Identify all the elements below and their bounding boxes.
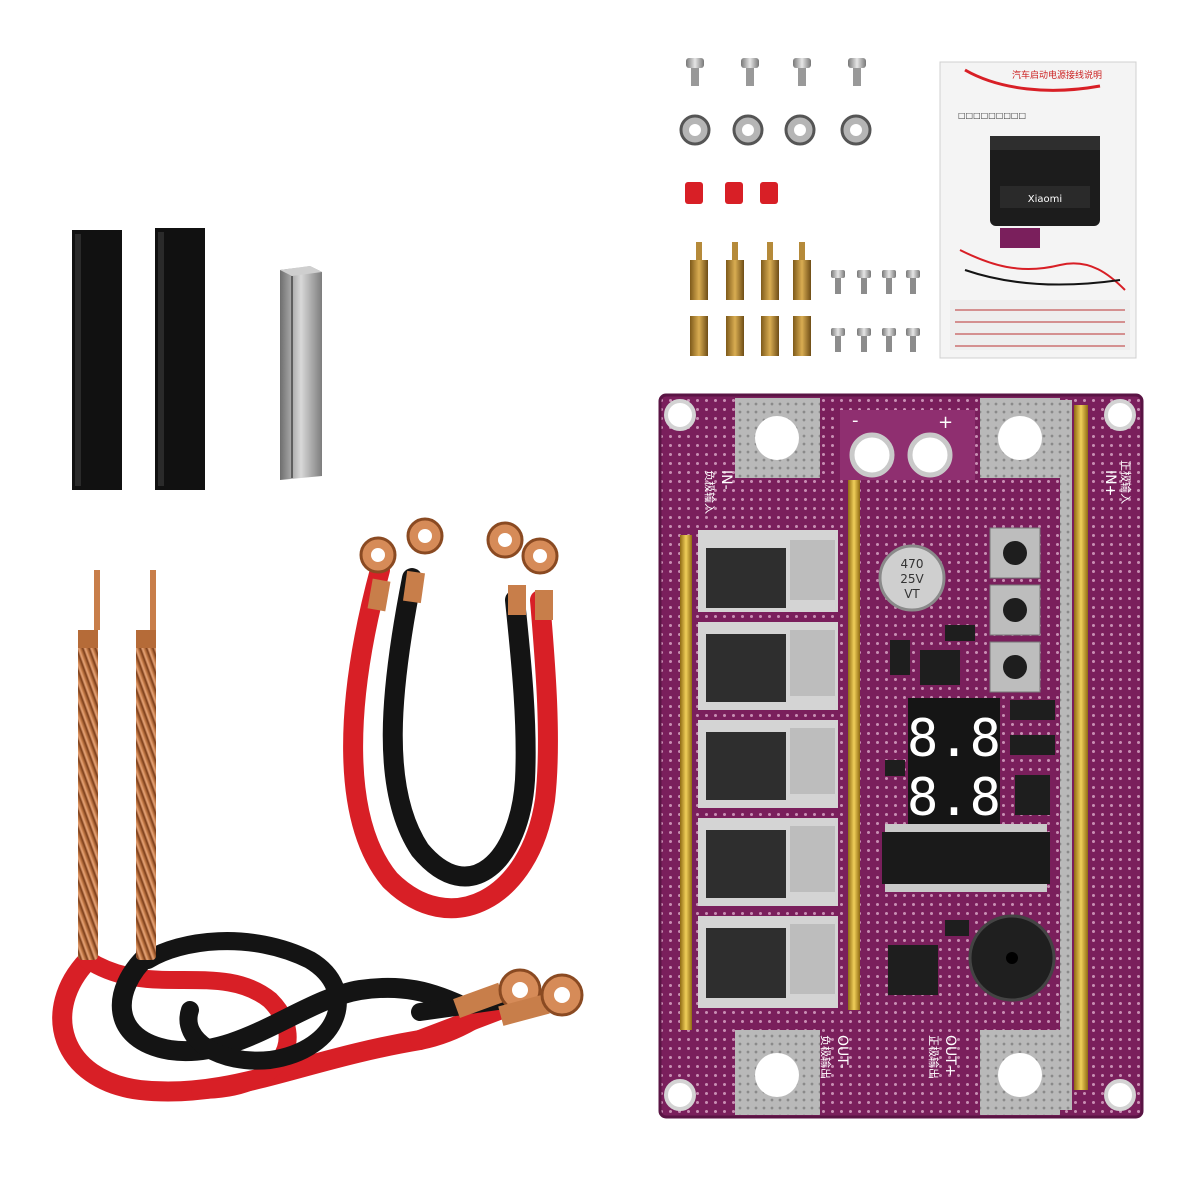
label-out-plus: OUT+ bbox=[942, 1035, 958, 1077]
mounting-hole bbox=[1104, 399, 1136, 431]
standoff-icon bbox=[690, 242, 708, 300]
hardware-kit bbox=[679, 58, 920, 356]
mounting-hole bbox=[1104, 1079, 1136, 1111]
label-out-plus-cn: 正极输出 bbox=[927, 1035, 941, 1079]
tactile-button bbox=[989, 641, 1041, 693]
mosfet bbox=[698, 720, 838, 808]
capacitor-value: 470 bbox=[901, 557, 924, 571]
label-minus: - bbox=[852, 410, 859, 431]
standoff-icon bbox=[726, 316, 744, 356]
mosfet bbox=[698, 530, 838, 612]
welding-pen-cables bbox=[52, 932, 530, 1102]
capacitor: 470 25V VT bbox=[878, 544, 946, 612]
mosfet bbox=[698, 818, 838, 906]
label-out-minus: OUT- bbox=[834, 1035, 850, 1069]
power-input-hole bbox=[907, 432, 953, 478]
adhesive-strips bbox=[72, 228, 205, 490]
manual-title: 汽车启动电源接线说明 bbox=[1012, 69, 1102, 81]
washer-icon bbox=[784, 114, 816, 146]
svg-text:□□□□□□□□□: □□□□□□□□□ bbox=[958, 111, 1026, 120]
mosfet bbox=[698, 916, 838, 1008]
battery-brand: Xiaomi bbox=[1028, 194, 1062, 205]
mounting-hole bbox=[664, 399, 696, 431]
standoff-icon bbox=[690, 316, 708, 356]
standoff-icon bbox=[726, 242, 744, 300]
instruction-manual: 汽车启动电源接线说明 □□□□□□□□□ Xiaomi bbox=[939, 61, 1137, 359]
label-in-minus-cn: 负极输入 bbox=[703, 470, 717, 514]
ring-terminal bbox=[359, 536, 397, 574]
ring-terminal bbox=[486, 521, 524, 559]
capacitor-voltage: 25V bbox=[900, 572, 924, 586]
display-top-digits: 8.8 bbox=[907, 709, 1001, 769]
washer-icon bbox=[679, 114, 711, 146]
label-in-plus: IN+ bbox=[1102, 470, 1118, 496]
welding-pen-right bbox=[136, 570, 156, 960]
capacitor-series: VT bbox=[904, 587, 920, 601]
battery-cable-pair bbox=[343, 517, 559, 919]
ring-terminal bbox=[406, 517, 444, 555]
tactile-button bbox=[989, 584, 1041, 636]
red-button-cap bbox=[725, 182, 743, 204]
seven-segment-display: 8.8 8.8 bbox=[907, 698, 1001, 828]
label-plus: + bbox=[938, 412, 953, 433]
microcontroller-chip bbox=[882, 824, 1050, 892]
mounting-hole bbox=[664, 1079, 696, 1111]
tactile-button bbox=[989, 527, 1041, 579]
red-button-cap bbox=[685, 182, 703, 204]
welding-pen-left bbox=[78, 570, 100, 960]
screw-icon bbox=[848, 58, 866, 86]
label-in-plus-cn: 正极输入 bbox=[1119, 460, 1133, 504]
small-screws bbox=[831, 270, 920, 352]
ring-terminal bbox=[521, 537, 559, 575]
standoff-icon bbox=[761, 316, 779, 356]
screw-icon bbox=[741, 58, 759, 86]
power-input-hole bbox=[849, 432, 895, 478]
spot-welder-pcb: 470 25V VT 8.8 8.8 bbox=[658, 393, 1144, 1119]
gold-bus-bar bbox=[848, 480, 860, 1010]
label-in-minus: IN- bbox=[718, 470, 734, 490]
display-bottom-digits: 8.8 bbox=[907, 768, 1001, 828]
label-out-minus-cn: 负极输出 bbox=[819, 1035, 833, 1079]
mosfet-array bbox=[698, 530, 838, 1008]
ring-terminal bbox=[498, 973, 584, 1026]
standoff-icon bbox=[761, 242, 779, 300]
mosfet bbox=[698, 622, 838, 710]
washer-icon bbox=[840, 114, 872, 146]
washer-icon bbox=[732, 114, 764, 146]
screw-icon bbox=[793, 58, 811, 86]
gold-bus-bar bbox=[680, 535, 692, 1030]
gold-bus-bar bbox=[1074, 405, 1088, 1090]
standoff-icon bbox=[793, 242, 811, 300]
nickel-strip-roll bbox=[280, 266, 322, 480]
red-button-cap bbox=[760, 182, 778, 204]
screw-icon bbox=[686, 58, 704, 86]
voltage-regulator bbox=[888, 945, 938, 995]
standoff-icon bbox=[793, 316, 811, 356]
